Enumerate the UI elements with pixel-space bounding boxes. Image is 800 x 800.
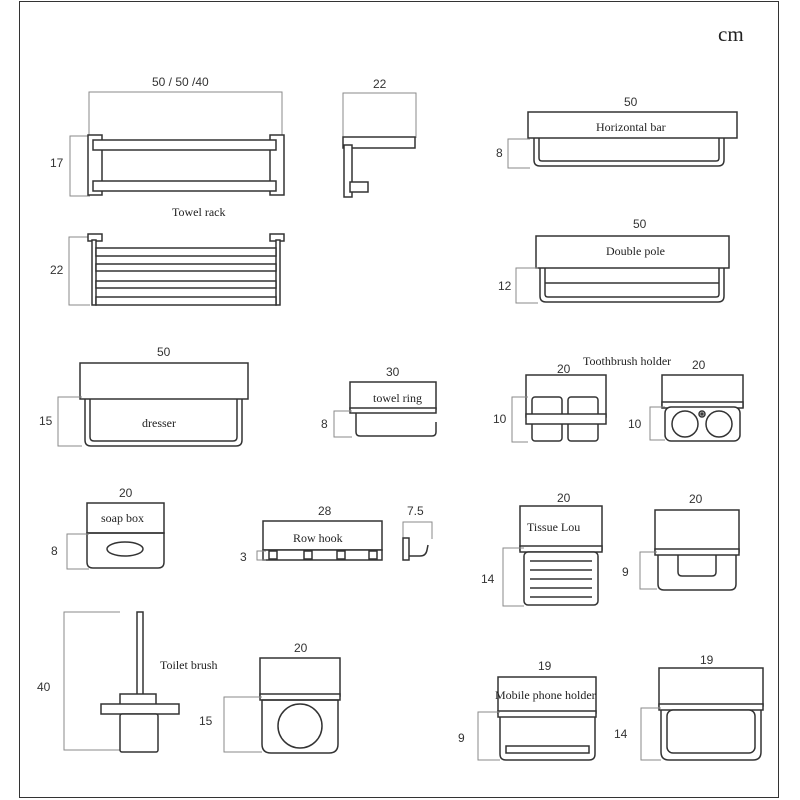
double-pole-width: 50 [633, 217, 647, 231]
horizontal-bar-label: Horizontal bar [596, 120, 666, 134]
toilet-brush-width: 20 [294, 641, 308, 655]
towel-rack-depth: 22 [373, 77, 387, 91]
double-pole [515, 235, 730, 304]
towel-ring-width: 30 [386, 365, 400, 379]
phone-holder-b-width: 19 [700, 653, 714, 667]
toilet-brush-height: 40 [37, 680, 51, 694]
row-hook-label: Row hook [293, 531, 343, 545]
phone-holder-a-height: 9 [458, 731, 465, 745]
mobile-phone-holder-top [640, 667, 764, 761]
toothbrush-holder-top [649, 374, 744, 442]
double-pole-label: Double pole [606, 244, 665, 258]
soap-box-height: 8 [51, 544, 58, 558]
toothbrush-holder-b-height: 10 [628, 417, 642, 431]
toothbrush-holder-b-width: 20 [692, 358, 706, 372]
horizontal-bar-width: 50 [624, 95, 638, 109]
towel-rack-width: 50 / 50 /40 [152, 75, 209, 89]
towel-ring-label: towel ring [373, 391, 422, 405]
row-hook-depth: 7.5 [407, 504, 424, 518]
dresser-label: dresser [142, 416, 176, 430]
phone-holder-a-width: 19 [538, 659, 552, 673]
tissue-box-b-height: 9 [622, 565, 629, 579]
soap-box [66, 502, 165, 570]
towel-rack-large [68, 233, 285, 306]
towel-ring-height: 8 [321, 417, 328, 431]
towel-rack-height-large: 22 [50, 263, 64, 277]
soap-box-label: soap box [101, 511, 144, 525]
row-hook [256, 520, 383, 561]
tissue-box-a-width: 20 [557, 491, 571, 505]
towel-rack-side [342, 92, 417, 198]
toothbrush-holder-label: Toothbrush holder [583, 354, 671, 368]
toilet-brush-label: Toilet brush [160, 658, 218, 672]
dresser-height: 15 [39, 414, 53, 428]
phone-holder-b-height: 14 [614, 727, 628, 741]
toilet-brush-cup-height: 15 [199, 714, 213, 728]
toilet-brush-cup [223, 657, 341, 754]
toothbrush-holder-a-height: 10 [493, 412, 507, 426]
horizontal-bar-height: 8 [496, 146, 503, 160]
tissue-box-front [502, 505, 603, 607]
towel-ring [333, 381, 437, 438]
unit-label: cm [718, 22, 744, 46]
towel-rack-label: Towel rack [172, 205, 225, 219]
tissue-box-open [639, 509, 740, 591]
tissue-box-a-height: 14 [481, 572, 495, 586]
dresser [57, 362, 249, 447]
row-hook-height: 3 [240, 550, 247, 564]
row-hook-width: 28 [318, 504, 332, 518]
toothbrush-holder-a-width: 20 [557, 362, 571, 376]
tissue-box-label: Tissue Lou [527, 520, 580, 534]
diagram-frame [19, 1, 779, 798]
toilet-brush [63, 611, 180, 753]
phone-holder-label: Mobile phone holder [495, 688, 596, 702]
towel-rack-front [69, 91, 285, 197]
soap-box-width: 20 [119, 486, 133, 500]
dresser-width: 50 [157, 345, 171, 359]
towel-rack-height-small: 17 [50, 156, 64, 170]
toothbrush-holder-cups [511, 374, 607, 443]
row-hook-side [402, 521, 433, 561]
tissue-box-b-width: 20 [689, 492, 703, 506]
mobile-phone-holder-front [477, 676, 597, 761]
horizontal-bar [507, 111, 738, 169]
double-pole-height: 12 [498, 279, 512, 293]
